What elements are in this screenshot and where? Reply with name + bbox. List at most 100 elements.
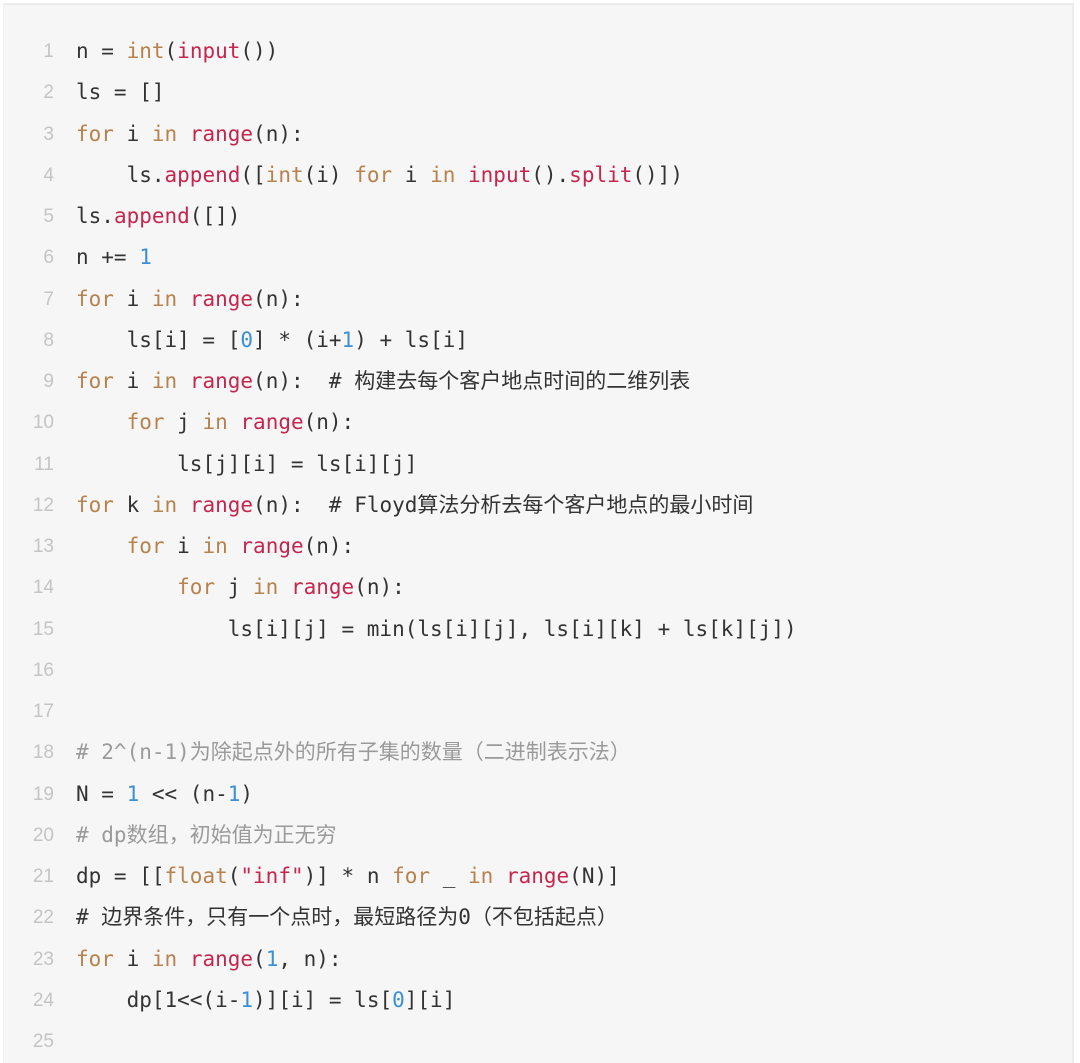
code-text: # dp数组，初始值为正无穷	[76, 815, 337, 856]
code-line: 14 for j in range(n):	[4, 567, 1072, 608]
code-text: # 2^(n-1)为除起点外的所有子集的数量（二进制表示法）	[76, 732, 631, 773]
code-token: for	[76, 492, 114, 517]
code-token: range	[189, 492, 254, 517]
code-token: ls[i] = [	[76, 327, 241, 352]
code-token: (n): # Floyd算法分析去每个客户地点的最小时间	[253, 492, 754, 517]
code-token: ) + ls[i]	[354, 327, 468, 352]
code-token	[177, 369, 190, 393]
code-token: 1	[139, 245, 152, 270]
code-token	[493, 864, 506, 888]
line-number: 23	[32, 948, 54, 970]
code-token: )	[240, 781, 254, 806]
line-number: 21	[32, 866, 54, 887]
code-token: ([	[240, 162, 266, 187]
code-text: # 边界条件，只有一个点时，最短路径为0（不包括起点）	[76, 897, 618, 938]
code-token: ls.	[76, 204, 114, 228]
code-token: (n):	[253, 121, 304, 146]
code-text: dp[1<<(i-1)][i] = ls[0][i]	[76, 980, 456, 1021]
code-token: dp = [[	[76, 864, 165, 888]
code-line: 11 ls[j][i] = ls[i][j]	[4, 444, 1072, 485]
code-token: k	[113, 492, 152, 517]
code-token: for	[177, 575, 216, 600]
code-token: for	[76, 286, 114, 311]
code-token: in	[151, 492, 178, 517]
code-token: ][i]	[404, 987, 456, 1012]
code-token: 0	[240, 327, 254, 352]
code-token: int	[265, 162, 304, 187]
code-token: << (n-	[139, 781, 228, 806]
code-token: (i)	[303, 162, 355, 187]
code-token: )][i] = ls[	[253, 987, 393, 1012]
code-token: (n):	[354, 575, 405, 600]
line-number: 10	[32, 412, 54, 434]
code-token: range	[240, 534, 304, 558]
code-token: in	[151, 946, 178, 971]
code-text: for i in range(n):	[76, 114, 304, 155]
code-token: range	[290, 575, 355, 600]
code-token: ls.	[76, 162, 165, 187]
code-token: (N)]	[569, 864, 620, 888]
code-token: i	[113, 369, 152, 393]
line-number: 3	[43, 123, 54, 145]
code-token: int	[126, 39, 165, 63]
code-line: 18# 2^(n-1)为除起点外的所有子集的数量（二进制表示法）	[4, 732, 1072, 773]
code-line: 4 ls.append([int(i) for i in input().spl…	[4, 155, 1072, 196]
code-token: (	[227, 864, 241, 888]
code-token: # dp数组，初始值为正无穷	[76, 822, 337, 847]
code-token: dp[1<<(i-	[76, 987, 241, 1012]
code-token: for	[126, 534, 165, 558]
code-token	[228, 534, 241, 558]
code-token: for	[76, 946, 114, 971]
code-token: range	[505, 864, 570, 888]
code-token: j	[164, 410, 203, 435]
code-token: (n):	[303, 534, 355, 558]
code-line: 15 ls[i][j] = min(ls[i][j], ls[i][k] + l…	[4, 609, 1072, 650]
code-line: 8 ls[i] = [0] * (i+1) + ls[i]	[4, 320, 1072, 361]
code-token	[76, 410, 127, 434]
code-token: ().	[531, 162, 570, 187]
code-token: for	[126, 410, 165, 435]
code-token: n +=	[76, 245, 140, 270]
code-token: # 2^(n-1)为除起点外的所有子集的数量（二进制表示法）	[76, 740, 631, 765]
code-token: for	[354, 162, 393, 187]
code-line: 13 for i in range(n):	[4, 526, 1072, 567]
line-number: 13	[32, 536, 54, 557]
code-text: ls[i][j] = min(ls[i][j], ls[i][k] + ls[k…	[76, 609, 797, 650]
code-token: i	[164, 534, 203, 558]
code-text: n = int(input())	[76, 31, 278, 72]
code-token: j	[215, 575, 254, 600]
code-token: i	[113, 946, 152, 971]
code-text: for i in range(n):	[76, 279, 304, 320]
code-token: (n):	[303, 410, 355, 435]
code-token: ] * (i+	[253, 327, 342, 352]
code-token: in	[151, 121, 178, 146]
code-token: in	[202, 410, 228, 435]
code-line: 17	[4, 691, 1072, 732]
code-token	[455, 163, 468, 187]
line-number: 12	[32, 494, 54, 516]
code-line: 5 ls.append([])	[4, 196, 1072, 237]
line-number: 5	[43, 206, 54, 227]
code-text: for j in range(n):	[76, 567, 405, 608]
code-text: ls.append([])	[76, 196, 240, 237]
line-number: 1	[43, 41, 54, 62]
code-line: 24 dp[1<<(i-1)][i] = ls[0][i]	[4, 980, 1072, 1021]
code-line: 3 for i in range(n):	[4, 114, 1072, 155]
line-number: 17	[32, 701, 54, 722]
code-token: in	[430, 162, 456, 187]
code-token: (n): # 构建去每个客户地点时间的二维列表	[253, 369, 691, 393]
code-token: 0	[392, 987, 405, 1012]
code-token: _	[430, 864, 468, 888]
code-token	[76, 534, 127, 558]
line-number: 15	[32, 618, 54, 640]
code-token: 1	[227, 781, 241, 806]
code-token: ls = []	[76, 80, 165, 105]
line-number: 9	[43, 371, 54, 392]
code-token: )] * n	[303, 864, 393, 888]
code-token	[177, 493, 190, 517]
code-line: 16	[4, 650, 1072, 691]
